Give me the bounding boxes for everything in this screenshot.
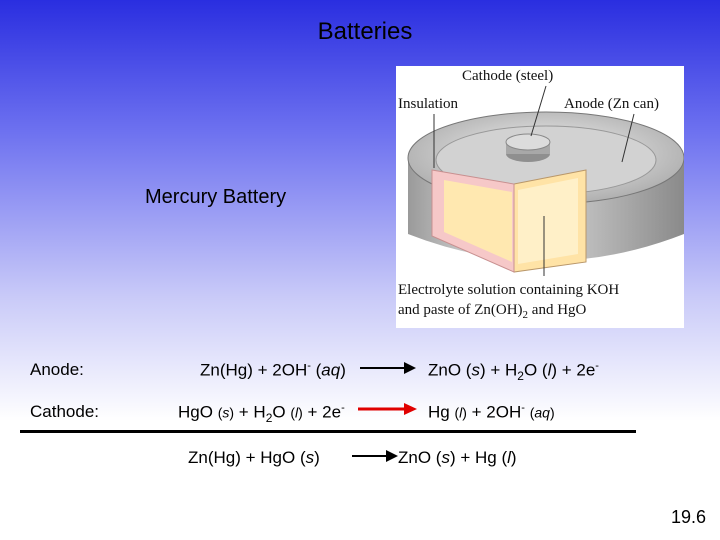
cathode-label: Cathode: <box>30 402 99 421</box>
cathode-steel-label: Cathode (steel) <box>462 68 554 84</box>
battery-cutaway-image <box>407 85 684 276</box>
insulation-label: Insulation <box>398 96 458 112</box>
anode-reactants: Zn(Hg) + 2OH- (aq) <box>200 360 346 380</box>
overall-reaction-arrow <box>352 450 398 462</box>
anode-label: Anode: <box>30 360 84 379</box>
anode-reaction-arrow <box>360 362 416 374</box>
anode-zn-can-label: Anode (Zn can) <box>564 96 659 112</box>
battery-caption: Mercury Battery <box>145 186 287 208</box>
slide-title: Batteries <box>317 18 413 45</box>
electrolyte-label-line1: Electrolyte solution containing KOH <box>398 282 620 298</box>
cathode-reaction-arrow <box>358 403 417 415</box>
electrolyte-label-line2: and paste of Zn(OH)2 and HgO <box>398 302 587 321</box>
cathode-products: Hg (l) + 2OH- (aq) <box>428 402 555 422</box>
equation-sum-divider <box>20 430 636 433</box>
overall-reactants: Zn(Hg) + HgO (s) <box>188 448 320 467</box>
overall-products: ZnO (s) + Hg (l) <box>398 448 517 467</box>
slide-number: 19.6 <box>670 507 706 527</box>
cathode-reactants: HgO (s) + H2O (l) + 2e- <box>178 402 345 426</box>
anode-products: ZnO (s) + H2O (l) + 2e- <box>428 360 599 384</box>
mercury-battery-diagram: Cathode (steel) Insulation Anode (Zn can… <box>396 66 684 328</box>
